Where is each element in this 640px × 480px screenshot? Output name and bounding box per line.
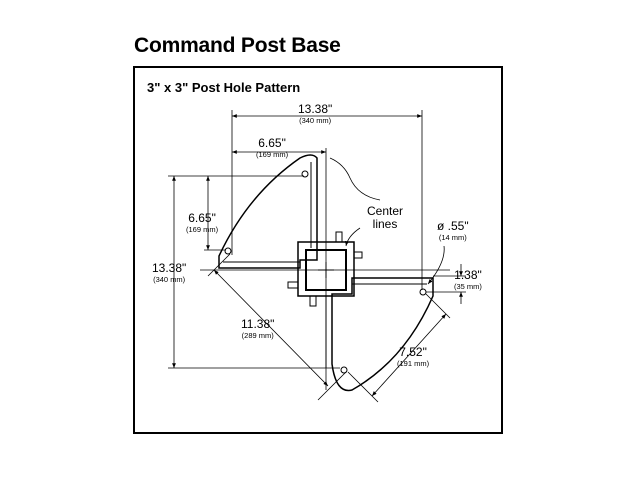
overall-width-label: 13.38" (340 mm) <box>298 102 333 125</box>
half-width-label: 6.65" (169 mm) <box>256 136 289 159</box>
lower-flange-plate <box>331 277 434 392</box>
mounting-hole-top <box>301 170 309 178</box>
hole-diameter-leader <box>427 245 445 285</box>
center-lines-note-line1: Center <box>367 204 404 218</box>
socket-tab-top <box>335 231 343 242</box>
hole-diameter-label: ø .55" (14 mm) <box>437 219 469 242</box>
overall-height-label: 13.38" (340 mm) <box>152 261 187 284</box>
socket-tab-left <box>287 281 298 289</box>
mounting-hole-right <box>419 288 427 296</box>
bracket-edge-dim-line <box>371 313 447 397</box>
diagonal-dim-line <box>213 269 329 387</box>
half-height-label: 6.65" (169 mm) <box>186 211 219 234</box>
bracket-edge-label: 7.52" (191 mm) <box>397 345 430 368</box>
page-title: Command Post Base <box>134 34 341 57</box>
upper-flange-plate <box>218 154 318 269</box>
socket-tab-bottom <box>309 296 317 307</box>
center-lines-leader <box>329 157 381 201</box>
diagonal-label: 11.38" (289 mm) <box>241 317 275 340</box>
diagram-subtitle: 3" x 3" Post Hole Pattern <box>147 80 301 95</box>
center-lines-note: Center lines <box>367 205 403 231</box>
socket-tab-right <box>354 251 363 259</box>
mounting-hole-left <box>224 247 232 255</box>
center-lines-note-line2: lines <box>372 217 398 231</box>
hole-offset-label: 1.38" (35 mm) <box>454 268 482 291</box>
mounting-hole-bottom <box>340 366 348 374</box>
diagram-frame <box>133 66 503 434</box>
